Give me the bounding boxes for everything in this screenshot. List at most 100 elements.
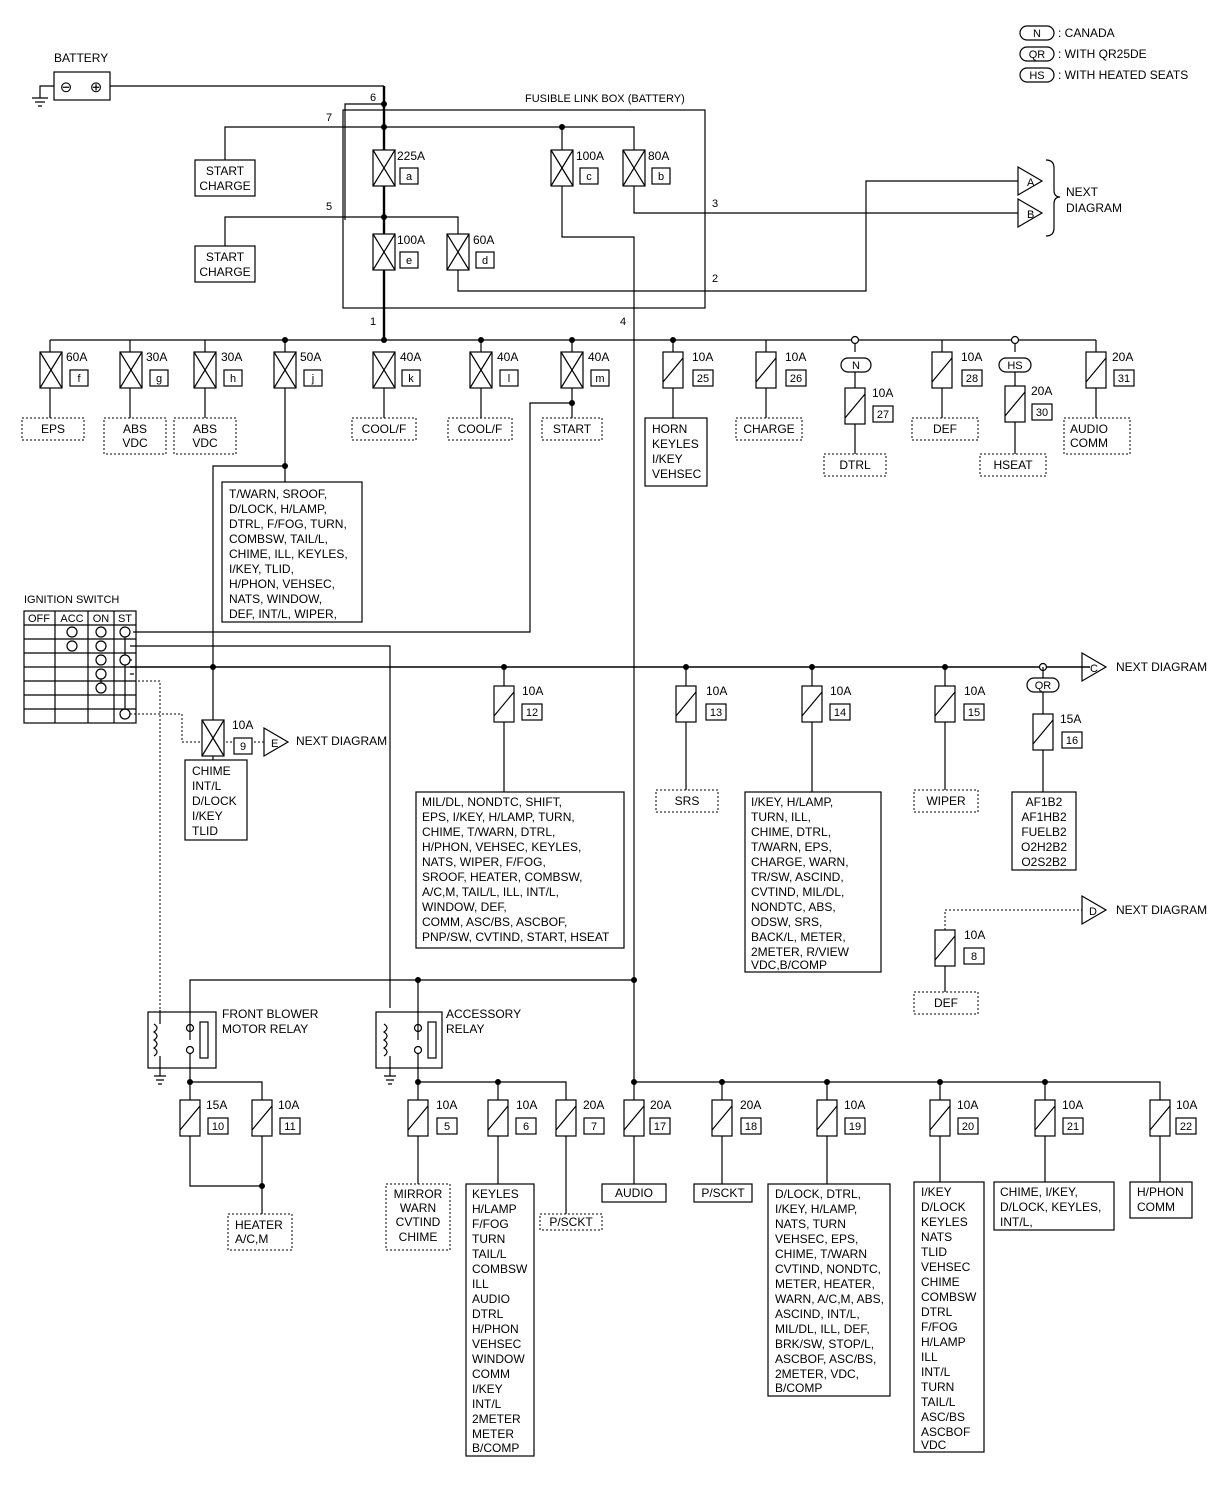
next-diagram-a: A	[1017, 165, 1044, 197]
next-diagram-text: NEXT DIAGRAM	[1116, 660, 1207, 674]
svg-text:20A: 20A	[740, 1098, 761, 1112]
svg-text:80A: 80A	[648, 149, 669, 163]
svg-text:CHIME: CHIME	[921, 1275, 960, 1289]
fuse-7: 20A 7	[555, 1098, 605, 1137]
svg-text:SROOF, HEATER, COMBSW,: SROOF, HEATER, COMBSW,	[422, 870, 582, 884]
svg-text:P/SCKT: P/SCKT	[549, 1215, 593, 1229]
fusible-link-a: 225A a	[372, 149, 425, 187]
svg-text:20A: 20A	[583, 1098, 604, 1112]
start-charge-text: CHARGE	[199, 179, 250, 193]
svg-text:20A: 20A	[1112, 350, 1133, 364]
svg-text:BACK/L, METER,: BACK/L, METER,	[751, 930, 846, 944]
svg-text:CHIME: CHIME	[192, 764, 231, 778]
next-diagram-text: DIAGRAM	[1066, 201, 1122, 215]
svg-text:I/KEY, H/LAMP,: I/KEY, H/LAMP,	[751, 795, 833, 809]
svg-text:T/WARN, SROOF,: T/WARN, SROOF,	[229, 487, 327, 501]
wire-number: 2	[712, 273, 718, 285]
svg-text:2METER, R/VIEW: 2METER, R/VIEW	[751, 945, 850, 959]
svg-text:H/PHON, VEHSEC, KEYLES,: H/PHON, VEHSEC, KEYLES,	[422, 840, 581, 854]
wire-number: 6	[370, 92, 376, 104]
legend: N : CANADA QR : WITH QR25DE HS : WITH HE…	[1019, 25, 1188, 83]
svg-text:MIRROR: MIRROR	[394, 1187, 443, 1201]
svg-text:B/COMP: B/COMP	[775, 1381, 822, 1395]
svg-text:E: E	[271, 738, 278, 750]
fuse-19: 10A 19	[816, 1098, 866, 1137]
svg-text:10A: 10A	[516, 1098, 537, 1112]
fuse-8: 10A 8	[934, 928, 985, 967]
svg-text:H/LAMP: H/LAMP	[921, 1335, 966, 1349]
svg-text:40A: 40A	[497, 350, 518, 364]
svg-text:NATS, WINDOW,: NATS, WINDOW,	[229, 592, 322, 606]
svg-text:15A: 15A	[206, 1098, 227, 1112]
svg-text:TURN: TURN	[921, 1380, 954, 1394]
svg-text:10A: 10A	[232, 718, 253, 732]
fuse-11: 10A 11	[251, 1098, 301, 1137]
svg-text:m: m	[595, 373, 604, 385]
svg-text:KEYLES: KEYLES	[472, 1187, 519, 1201]
svg-text:WINDOW, DEF,: WINDOW, DEF,	[422, 900, 507, 914]
front-blower-motor-relay	[147, 1010, 217, 1085]
svg-text:BRK/SW, STOP/L,: BRK/SW, STOP/L,	[775, 1337, 874, 1351]
load-box-f7	[539, 1213, 603, 1231]
svg-text:27: 27	[877, 409, 889, 421]
load-box-cool-f	[351, 417, 417, 441]
svg-text:40A: 40A	[588, 350, 609, 364]
fuse-10: 15A 10	[179, 1098, 229, 1137]
svg-text:CHIME, T/WARN, DTRL,: CHIME, T/WARN, DTRL,	[422, 825, 555, 839]
load-box-def	[911, 417, 979, 441]
svg-text:EPS, I/KEY, H/LAMP, TURN,: EPS, I/KEY, H/LAMP, TURN,	[422, 810, 575, 824]
svg-text:A/C,M: A/C,M	[235, 1232, 268, 1246]
svg-text:16: 16	[1066, 735, 1078, 747]
fuse-12: 10A 12	[493, 684, 543, 723]
svg-text:9: 9	[240, 741, 246, 753]
svg-text:ASCBOF, ASC/BS,: ASCBOF, ASC/BS,	[775, 1352, 876, 1366]
svg-text:KEYLES: KEYLES	[652, 437, 699, 451]
svg-text:ASCBOF: ASCBOF	[921, 1425, 970, 1439]
svg-text:D/LOCK: D/LOCK	[192, 794, 237, 808]
svg-text:25: 25	[697, 373, 709, 385]
load-box-charge	[735, 417, 803, 441]
svg-text:DTRL: DTRL	[472, 1307, 504, 1321]
svg-text:CHIME, ILL, KEYLES,: CHIME, ILL, KEYLES,	[229, 547, 348, 561]
svg-text:ODSW, SRS,: ODSW, SRS,	[751, 915, 822, 929]
load-box-f18	[693, 1183, 753, 1203]
legend-text: : CANADA	[1058, 26, 1115, 40]
svg-text:COOL/F: COOL/F	[458, 422, 503, 436]
svg-text:13: 13	[710, 707, 722, 719]
svg-text:10: 10	[212, 1121, 224, 1133]
fuse-14: 10A 14	[801, 684, 851, 723]
svg-text:2METER: 2METER	[472, 1412, 521, 1426]
svg-text:j: j	[311, 373, 314, 385]
condition-badge: N	[852, 360, 860, 372]
svg-text:I/KEY: I/KEY	[652, 452, 683, 466]
svg-text:WARN: WARN	[400, 1201, 436, 1215]
fuse-27: 10A 27	[844, 386, 894, 425]
svg-text:10A: 10A	[844, 1098, 865, 1112]
svg-text:10A: 10A	[785, 350, 806, 364]
svg-text:ASC/BS: ASC/BS	[921, 1410, 965, 1424]
svg-text:SRS: SRS	[675, 794, 700, 808]
svg-text:CHARGE: CHARGE	[743, 422, 794, 436]
svg-text:ABS: ABS	[123, 422, 147, 436]
svg-text:AUDIO: AUDIO	[472, 1292, 510, 1306]
condition-badge: QR	[1035, 680, 1052, 692]
svg-text:28: 28	[966, 373, 978, 385]
relay-label: FRONT BLOWER	[222, 1007, 319, 1021]
wire-number: 1	[370, 316, 376, 328]
svg-text:NONDTC, ABS,: NONDTC, ABS,	[751, 900, 836, 914]
svg-text:225A: 225A	[397, 149, 425, 163]
svg-text:WARN, A/C,M, ABS,: WARN, A/C,M, ABS,	[775, 1292, 884, 1306]
accessory-relay	[375, 1011, 443, 1085]
svg-text:COOL/F: COOL/F	[362, 422, 407, 436]
svg-text:19: 19	[849, 1121, 861, 1133]
load-box-f17	[601, 1183, 667, 1203]
relay-label: RELAY	[446, 1022, 484, 1036]
svg-text:COMM: COMM	[472, 1367, 510, 1381]
svg-text:60A: 60A	[473, 233, 494, 247]
svg-text:10A: 10A	[872, 386, 893, 400]
svg-text:T/WARN, EPS,: T/WARN, EPS,	[751, 840, 832, 854]
load-box-hseat	[979, 453, 1047, 477]
svg-text:ASCIND, INT/L,: ASCIND, INT/L,	[775, 1307, 860, 1321]
svg-text:DEF, INT/L, WIPER,: DEF, INT/L, WIPER,	[229, 607, 337, 621]
